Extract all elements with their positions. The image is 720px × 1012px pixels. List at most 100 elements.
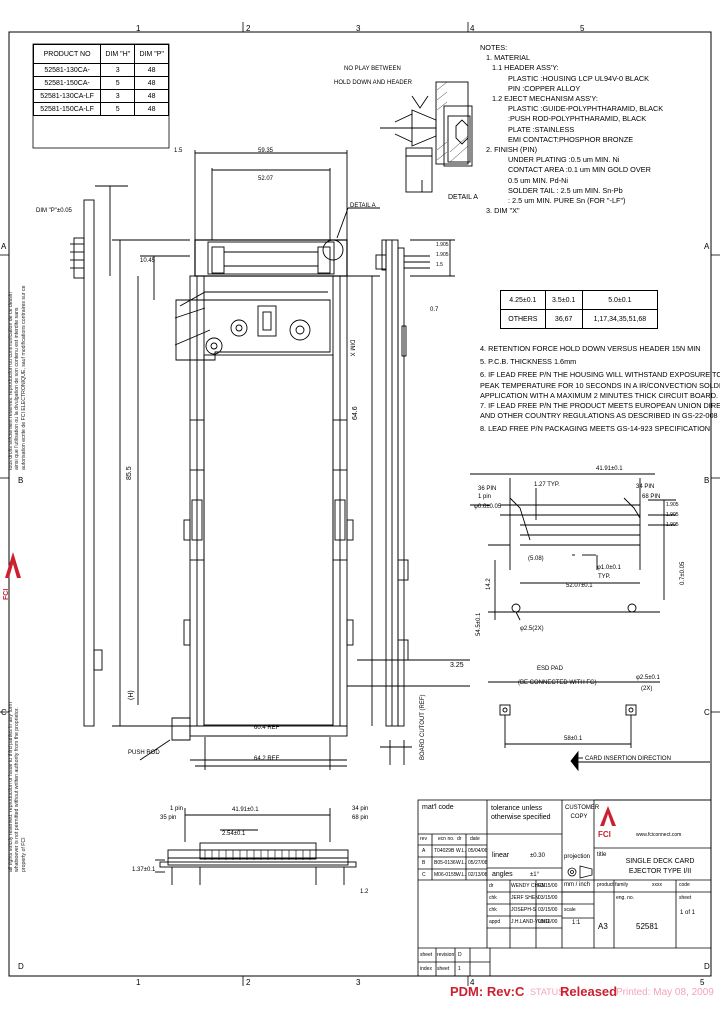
approval-appd-date: 03/15/00: [538, 919, 558, 925]
table-row: OTHERS 36,67 1,17,34,35,51,68: [500, 309, 659, 329]
note-line: 7. IF LEAD FREE P/N THE PRODUCT MEETS EU…: [480, 401, 720, 411]
rev-a: A: [422, 848, 426, 854]
row-label-c-right: C: [704, 708, 710, 717]
rev-b-dr: W.L.: [456, 860, 467, 866]
table-cell: 48: [134, 102, 169, 116]
dim-1-2: 1.2: [360, 889, 369, 895]
dim-52-07b: 52.07±0.1: [566, 583, 593, 589]
approval-dr-date: 03/15/00: [538, 883, 558, 889]
dim-54-5: 54.5±0.1: [476, 612, 482, 636]
label-play: NO PLAY BETWEEN: [344, 66, 401, 72]
label-34-pin-front: 34 pin: [352, 806, 369, 812]
rev-a-ecn: T04029B: [434, 848, 455, 854]
label-2x: (2X): [641, 686, 653, 692]
table-cell: OTHERS: [500, 309, 546, 329]
title-label: title: [597, 852, 607, 858]
angles-value: ±1°: [530, 872, 540, 878]
sheet-rev-sheet: sheet: [420, 952, 433, 958]
table-cell: 3: [100, 63, 136, 77]
row-label-d-right: D: [704, 962, 710, 971]
dim-41-91b: 41.91±0.1: [232, 807, 259, 813]
label-card-dir: CARD INSERTION DIRECTION: [585, 756, 671, 762]
row-label-a: A: [1, 242, 7, 251]
fci-logo: [598, 804, 622, 844]
fci-logo-side: [2, 548, 24, 584]
note-line: 6. IF LEAD FREE P/N THE HOUSING WILL WIT…: [480, 370, 720, 380]
table-cell: 4.25±0.1: [500, 290, 546, 310]
table-cell: 48: [134, 89, 169, 103]
printed-date: Printed: May 08, 2009: [616, 987, 714, 998]
sheet-rev-1: 1: [458, 966, 461, 972]
code-label: code: [679, 882, 690, 888]
note-line: :PUSH ROD-POLYPHTHARAMID, BLACK: [508, 114, 647, 124]
note-line: 1.2 EJECT MECHANISM ASS'Y:: [492, 94, 598, 104]
col-label-2-bottom: 2: [246, 978, 251, 987]
dim-2-54: 2.54±0.1: [222, 831, 246, 837]
col-label-2: 2: [246, 24, 251, 33]
col-label-5-bottom: 5: [700, 978, 705, 987]
label-1-pin-front: 1 pin: [170, 806, 184, 812]
rev-c: C: [422, 872, 426, 878]
note-line: 2. FINISH (PIN): [486, 145, 538, 155]
label-68-pin-front: 68 pin: [352, 815, 369, 821]
customer-copy-label: CUSTOMER COPY: [565, 805, 600, 820]
copyright-text-fr: tous droits strictement reserves. reprod…: [8, 285, 27, 470]
note-line: SOLDER TAIL : 2.5 um MIN. Sn-Pb: [508, 185, 623, 195]
approval-appd-name: J.H.LAND-YUNG: [511, 919, 550, 925]
note-line: EMI CONTACT:PHOSPHOR BRONZE: [508, 134, 634, 144]
dim-h: (H): [128, 690, 135, 700]
brand-url: www.fciconnect.com: [636, 832, 682, 838]
note-line: 4. RETENTION FORCE HOLD DOWN VERSUS HEAD…: [480, 344, 701, 353]
dim-5-08: (5.08): [528, 556, 544, 562]
tolerance-label: tolerance unless otherwise specified: [491, 805, 551, 821]
dim-59-35: 59.35: [258, 148, 274, 154]
dim-10-45: 10.45: [140, 258, 156, 264]
product-table: PRODUCT NO DIM "H" DIM "P" 52581-130CA-3…: [32, 44, 169, 116]
note-line: 1. MATERIAL: [486, 53, 531, 63]
dim-1-27: 1.27 TYP.: [534, 482, 560, 488]
dim-x-table: 4.25±0.1 3.5±0.1 5.0±0.1 OTHERS 36,67 1,…: [500, 290, 659, 329]
note-line: 8. LEAD FREE P/N PACKAGING MEETS GS-14-9…: [480, 424, 711, 434]
sheet-rev-revision: revision: [437, 952, 455, 958]
approval-chk1-name: JERF SHEN: [511, 895, 539, 901]
row-label-b: B: [18, 476, 24, 485]
dim-0-7: 0.7: [430, 307, 439, 313]
label-push-rod: PUSH ROD: [128, 750, 160, 756]
approval-chk2: chk: [489, 907, 497, 913]
note-line: PLATE :STAINLESS: [508, 124, 575, 134]
note-line: APPLICATION WITH A MAXIMUM 2 MINUTES THI…: [480, 390, 718, 400]
label-dim-p: DIM "P"±0.05: [36, 208, 72, 214]
note-line: PLASTIC :GUIDE-POLYPHTHARAMID, BLACK: [508, 104, 664, 114]
dim-64-2: 64.2 REF: [254, 756, 280, 762]
dim-1-905-e: 1.905: [666, 522, 679, 528]
status-label: STATUS:: [530, 987, 567, 997]
linear-label: linear: [492, 852, 510, 859]
table-cell: 52581-150CA-: [32, 76, 102, 90]
rev-c-dr: W.L.: [456, 872, 467, 878]
note-line: UNDER PLATING :0.5 um MIN. Ni: [508, 155, 620, 165]
projection-label: projection: [564, 854, 591, 860]
note-line: PLASTIC :HOUSING LCP UL94V-0 BLACK: [508, 73, 649, 83]
dim-14-2: 14.2: [486, 578, 492, 590]
row-label-b-right: B: [704, 476, 710, 485]
dim-2-5b: φ2.5±0.1: [636, 675, 660, 681]
approval-chk1: chk: [489, 895, 497, 901]
sheet-label: sheet: [679, 895, 692, 901]
label-hold-down: HOLD DOWN AND HEADER: [334, 80, 413, 86]
label-68-pin: 68 PIN: [642, 494, 661, 500]
label-detail-a: DETAIL A: [350, 203, 376, 209]
col-label-1: 1: [136, 24, 141, 33]
table-cell: 36,67: [544, 309, 583, 329]
table-cell: 52581-130CA-: [32, 63, 102, 77]
table-cell: 52581-150CA-LF: [32, 102, 102, 116]
dim-1-0: φ1.0±0.1: [597, 565, 621, 571]
note-line: 1.1 HEADER ASS'Y:: [492, 63, 559, 73]
rev-a-dr: W.L.: [456, 848, 467, 854]
status-value: Released: [560, 984, 618, 999]
row-label-d: D: [18, 962, 24, 971]
fci-logo-text-side: FCI: [3, 588, 10, 600]
rev-b: B: [422, 860, 426, 866]
sheet-rev-index: index: [420, 966, 432, 972]
